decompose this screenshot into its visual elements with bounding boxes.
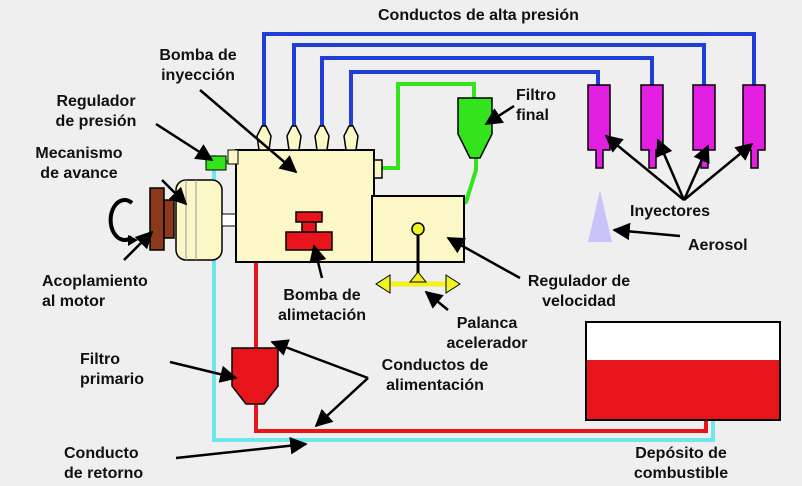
label-filtro-primario-line1: Filtro [80, 351, 120, 368]
aerosol-spray [588, 190, 612, 242]
label-bomba-alim-line1: Bomba de [283, 287, 361, 304]
hp-line-2 [292, 43, 706, 127]
label-palanca-acelerador: Palanca acelerador [412, 314, 562, 354]
label-filtro-final: Filtro final [516, 86, 556, 126]
label-regulador-vel-line2: velocidad [542, 293, 616, 310]
pump-outlets [256, 125, 359, 151]
label-conducto-retorno: Conducto de retorno [64, 444, 143, 484]
label-filtro-final-line2: final [516, 107, 549, 124]
label-aerosol: Aerosol [688, 237, 748, 254]
motor-coupling [108, 187, 175, 251]
label-regulador-presion-line2: de presión [55, 113, 137, 130]
label-acoplamiento-line1: Acoplamiento [42, 273, 148, 290]
label-mecanismo-line2: de avance [40, 165, 118, 182]
hp-line-4 [349, 70, 600, 127]
label-regulador-vel-line1: Regulador de [527, 273, 631, 290]
label-deposito-combustible: Depósito de combustible [606, 444, 756, 484]
label-filtro-primario: Filtro primario [80, 350, 144, 390]
label-acoplamiento-line2: al motor [42, 293, 106, 310]
hp-line-3 [320, 56, 654, 127]
final-filter [457, 97, 493, 159]
label-bomba-inyeccion-line2: inyección [161, 67, 235, 84]
return-line [212, 155, 715, 442]
label-filtro-final-line1: Filtro [516, 87, 556, 104]
label-regulador-presion-line1: Regulador [56, 93, 136, 110]
label-bomba-inyeccion-line1: Bomba de [159, 47, 237, 64]
label-inyectores: Inyectores [630, 203, 711, 220]
injection-pump-body [205, 149, 465, 263]
injector-1 [587, 84, 611, 169]
label-bomba-alimetacion: Bomba de alimetación [256, 286, 388, 326]
label-regulador-velocidad: Regulador de velocidad [504, 272, 654, 312]
label-conductos-alimentacion: Conductos de alimentación [360, 356, 510, 396]
label-mecanismo-avance: Mecanismo de avance [4, 144, 154, 184]
label-conducto-retorno-line2: de retorno [64, 465, 144, 482]
fuel-tank [585, 321, 781, 421]
label-acoplamiento-motor: Acoplamiento al motor [42, 272, 148, 312]
label-palanca-line1: Palanca [456, 315, 518, 332]
label-palanca-line2: acelerador [446, 335, 528, 352]
label-conductos-alta-presion: Conductos de alta presión [378, 7, 579, 24]
hp-line-1 [262, 32, 756, 127]
injector-4 [742, 84, 766, 169]
label-conductos-alim-line2: alimentación [386, 377, 484, 394]
label-conducto-retorno-line1: Conducto [64, 445, 139, 462]
advance-mechanism [175, 179, 237, 261]
throttle-lever [375, 222, 461, 294]
label-conductos-alim-line1: Conductos de [381, 357, 489, 374]
label-bomba-alim-line2: alimetación [277, 307, 367, 324]
injector-2 [640, 84, 664, 169]
label-filtro-primario-line2: primario [80, 371, 145, 388]
high-pressure-lines [262, 32, 756, 127]
label-bomba-inyeccion: Bomba de inyección [128, 46, 268, 86]
primary-filter [231, 347, 279, 405]
pointer-arrows [123, 89, 754, 460]
label-deposito-line1: Depósito de [635, 445, 727, 462]
label-mecanismo-line1: Mecanismo [35, 145, 123, 162]
label-deposito-line2: combustible [633, 465, 729, 482]
label-regulador-presion: Regulador de presión [26, 92, 166, 132]
